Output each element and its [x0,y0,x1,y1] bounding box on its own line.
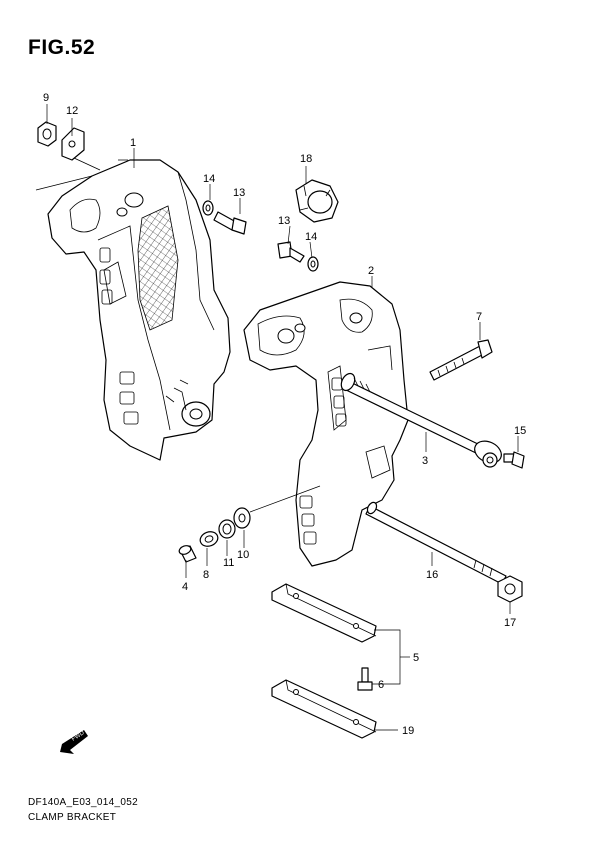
diagram-name: CLAMP BRACKET [28,812,117,823]
figure-title: FIG.52 [28,36,96,59]
callout-10: 10 [237,549,249,561]
bolt-part-15 [503,451,525,469]
washer-part-14-lower [307,256,319,272]
callout-17: 17 [504,617,516,629]
plate-part-12 [61,127,85,161]
callout-16: 16 [426,569,438,581]
callout-7: 7 [476,311,482,323]
bolt-part-7 [429,339,493,381]
plate-part-5 [271,583,377,643]
diagram-code: DF140A_E03_014_052 [28,797,138,808]
callout-13-lower: 13 [278,215,290,227]
nut-part-17 [497,575,523,603]
callout-13-upper: 13 [233,187,245,199]
bolt-part-13-upper [213,211,247,235]
bolt-part-13-lower [277,241,305,263]
callout-2: 2 [368,265,374,277]
fwd-arrow-icon: FWD [60,730,88,754]
callout-15: 15 [514,425,526,437]
washer-part-10 [233,507,251,529]
bolt-part-16 [365,501,507,585]
callout-19: 19 [402,725,414,737]
clamp-bracket-right-part-2 [243,281,409,567]
bushing-part-8 [199,531,219,547]
callout-4: 4 [182,581,188,593]
cap-part-18 [295,179,339,223]
callout-5: 5 [413,652,419,664]
callout-9: 9 [43,92,49,104]
bushing-part-4 [178,545,197,563]
callout-8: 8 [203,569,209,581]
nut-part-9 [37,121,57,147]
washer-part-14-upper [202,200,214,216]
callout-3: 3 [422,455,428,467]
bolt-part-6 [357,667,373,691]
callout-1: 1 [130,137,136,149]
callout-18: 18 [300,153,312,165]
callout-14-lower: 14 [305,231,317,243]
callout-11: 11 [223,557,234,569]
tilt-tube-bolt-part-3 [340,372,502,468]
callout-6: 6 [378,679,384,691]
o-ring-part-11 [218,519,236,539]
clamp-bracket-left-part-1 [35,157,231,461]
plate-part-19 [271,679,377,739]
callout-12: 12 [66,105,78,117]
callout-14-upper: 14 [203,173,215,185]
